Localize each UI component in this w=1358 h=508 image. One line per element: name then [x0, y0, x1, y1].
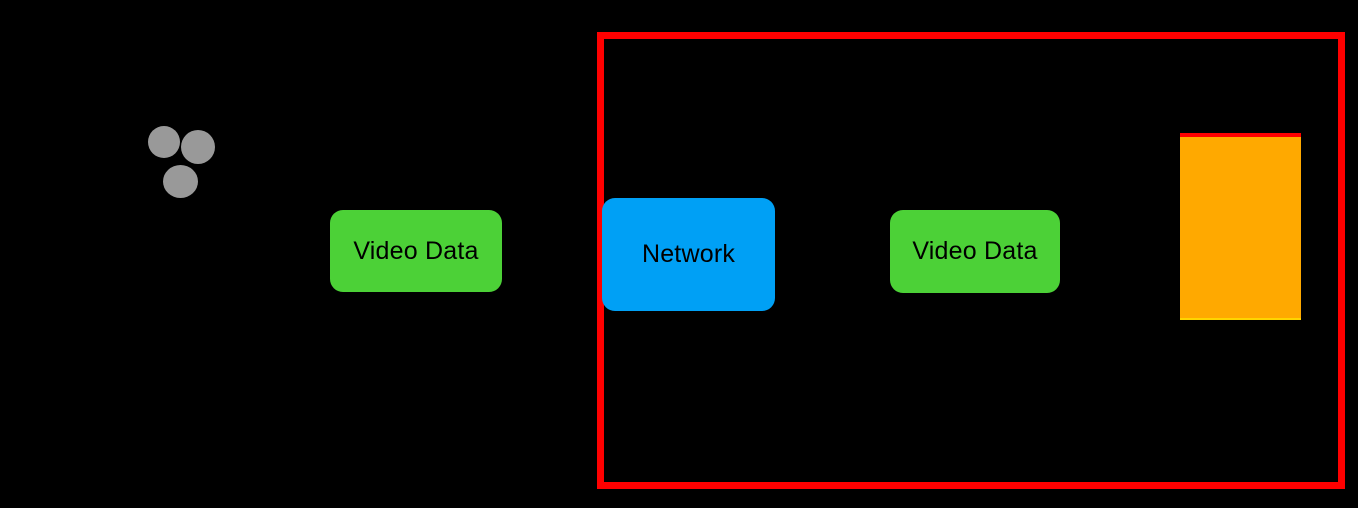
users-group-icon — [148, 126, 218, 200]
users-group-icon-dot-left — [148, 126, 180, 158]
red-highlight-frame — [597, 32, 1345, 489]
users-group-icon-dot-right — [181, 130, 215, 164]
display-top-accent-line — [1180, 133, 1301, 137]
video-data-source-box[interactable]: Video Data — [330, 210, 502, 292]
network-box[interactable]: Network — [602, 198, 775, 311]
video-data-received-box[interactable]: Video Data — [890, 210, 1060, 293]
users-group-icon-dot-bottom — [163, 165, 198, 198]
display-bottom-accent-line — [1180, 318, 1301, 320]
video-data-source-label: Video Data — [353, 236, 479, 265]
display-block[interactable] — [1180, 133, 1301, 320]
network-label: Network — [641, 240, 736, 268]
video-data-received-label: Video Data — [912, 237, 1038, 265]
